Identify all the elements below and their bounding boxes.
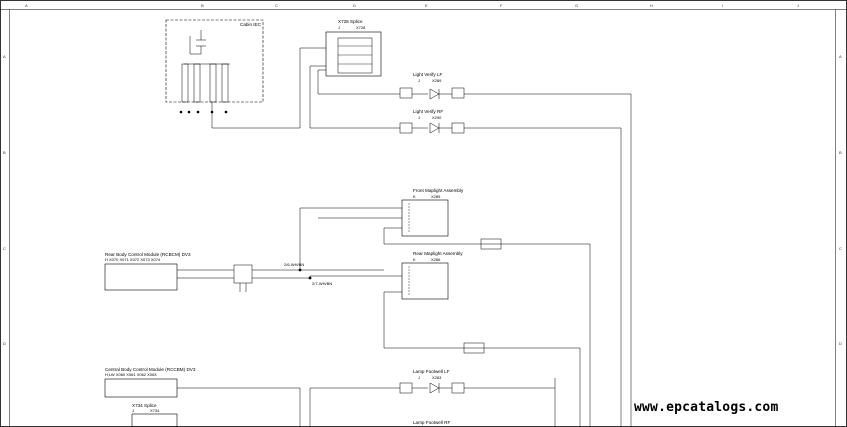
zone-label: D — [353, 3, 356, 8]
rear-maplight-conn: K — [413, 257, 416, 262]
front-maplight-ref: X285 — [431, 194, 441, 199]
cbcm-label: Central Body Control Module (RCCBM) DV3 — [105, 367, 196, 372]
watermark-text: www.epcatalogs.com — [634, 400, 779, 415]
rear-maplight-label: Rear Maplight Assembly — [413, 251, 463, 256]
zone-label: B — [3, 150, 6, 155]
zone-label: C — [3, 246, 6, 251]
x734-conn: J — [132, 408, 134, 413]
rbcm-conn-line: H X070 X071 X072 X073 X074 — [105, 257, 161, 262]
junction-label-2: 2/7-WH/BN — [312, 281, 332, 286]
zone-labels-top: A B C D E F G H I J — [25, 3, 799, 8]
rbcm-label: Rear Body Control Module (RCBCM) DV3 — [105, 252, 191, 257]
rear-maplight: Rear Maplight Assembly K X286 — [310, 251, 580, 354]
x728-label: X728 Splice — [338, 19, 363, 24]
zone-label: A — [839, 54, 842, 59]
footwell-lf-ref: X283 — [432, 375, 442, 380]
front-maplight-label: Front Maplight Assembly — [413, 188, 464, 193]
zone-label: B — [839, 150, 842, 155]
x728-ref: X728 — [356, 25, 366, 30]
zone-label: B — [201, 3, 204, 8]
footwell-rf-label: Lamp Footwell RF — [413, 420, 450, 425]
footwell-lf-conn: J — [418, 375, 420, 380]
zone-label: C — [839, 246, 842, 251]
light-verify-lf-ref: X289 — [432, 78, 442, 83]
x734-ref: X734 — [150, 408, 160, 413]
zone-label: E — [425, 3, 428, 8]
zone-label: J — [797, 3, 799, 8]
footwell-lf-label: Lamp Footwell LF — [413, 369, 450, 374]
x728-splice: X728 Splice J X728 — [299, 19, 400, 129]
cbcm-conn-line: H,LW X060 X061 X062 X063 — [105, 372, 157, 377]
zone-label: C — [275, 3, 278, 8]
zone-label: D — [839, 341, 842, 346]
light-verify-rf-conn: J — [418, 115, 420, 120]
junction-label-1: 2/6-WH/BN — [284, 262, 304, 267]
front-maplight: Front Maplight Assembly K X285 — [299, 188, 590, 270]
zone-label: I — [722, 3, 723, 8]
front-maplight-conn: K — [413, 194, 416, 199]
x734-splice: X734 Splice J X734 — [131, 403, 178, 427]
light-verify-lf: Light Verify LF J X289 — [399, 72, 631, 100]
lamp-footwell-lf: Lamp Footwell LF J X283 — [309, 369, 555, 427]
x728-conn: J — [338, 25, 340, 30]
zone-label: H — [650, 3, 653, 8]
zone-label: F — [500, 3, 503, 8]
cabin-iec: Cabin IEC — [165, 19, 300, 129]
bus-wires — [554, 94, 632, 427]
x734-label: X734 Splice — [132, 403, 157, 408]
zone-label: A — [25, 3, 28, 8]
light-verify-rf-ref: X290 — [432, 115, 442, 120]
light-verify-lf-label: Light Verify LF — [413, 72, 443, 77]
zone-label: A — [3, 54, 6, 59]
rear-maplight-ref: X286 — [431, 257, 441, 262]
zone-labels-side: A B C D A B C D — [3, 54, 842, 346]
light-verify-rf-label: Light Verify RF — [413, 109, 443, 114]
zone-label: D — [3, 341, 6, 346]
rbcm-module: Rear Body Control Module (RCBCM) DV3 H X… — [104, 252, 384, 292]
light-verify-lf-conn: J — [418, 78, 420, 83]
cbcm-module: Central Body Control Module (RCCBM) DV3 … — [104, 367, 301, 427]
cabin-iec-label: Cabin IEC — [240, 22, 262, 27]
light-verify-rf: Light Verify RF J X290 — [399, 109, 621, 134]
lamp-footwell-rf: Lamp Footwell RF — [413, 420, 450, 425]
zone-label: G — [575, 3, 578, 8]
